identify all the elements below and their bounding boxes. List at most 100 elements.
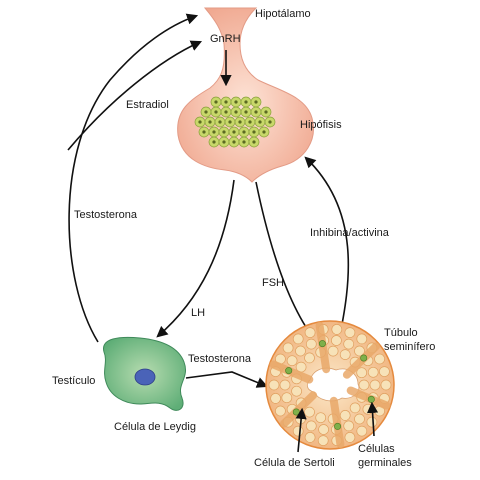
pituitary-cell — [240, 106, 252, 118]
pituitary-cell — [228, 126, 240, 138]
germ-cell — [380, 379, 392, 391]
pituitary-cell — [230, 106, 242, 118]
germ-cell — [331, 335, 342, 346]
germ-cell — [369, 379, 381, 391]
germ-cell — [304, 432, 316, 443]
pituitary-cell — [214, 116, 226, 128]
germ-cell — [304, 352, 315, 364]
label-lh: LH — [191, 307, 205, 319]
testosterona-local-arrow — [185, 371, 269, 388]
germ-cell — [339, 410, 351, 421]
pituitary-cell — [244, 116, 256, 128]
germ-cell — [305, 338, 317, 350]
germ-cell — [356, 425, 368, 437]
pituitary-cell — [248, 136, 260, 148]
sertoli-cell — [269, 360, 314, 384]
sertoli-pointer — [295, 407, 307, 453]
label-hipofisis: Hipófisis — [300, 119, 342, 131]
germ-cell — [331, 324, 343, 335]
pituitary-cell — [208, 136, 220, 148]
germ-cell — [358, 379, 370, 391]
germ-cell — [292, 333, 304, 345]
germ-cell — [354, 345, 365, 357]
label-tubulo-2: seminífero — [384, 341, 435, 353]
germ-cell — [339, 349, 351, 360]
estradiol-feedback-arrow — [67, 40, 203, 151]
germ-cell — [343, 420, 355, 432]
germ-cell — [317, 435, 329, 446]
pituitary-cell — [248, 126, 260, 138]
germ-cell — [295, 345, 306, 357]
germ-cell — [327, 345, 339, 357]
label-testiculo: Testículo — [52, 375, 95, 387]
pituitary-cell — [250, 96, 262, 108]
pituitary-cell — [240, 96, 252, 108]
label-gnrh: GnRH — [210, 33, 241, 45]
pituitary-cell — [218, 126, 230, 138]
pituitary-cell — [250, 106, 262, 118]
germ-cell — [304, 406, 315, 418]
germinales-pointer — [366, 401, 379, 437]
germ-cell — [374, 353, 385, 365]
germ-cell — [279, 379, 291, 391]
pituitary-cell — [230, 96, 242, 108]
sertoli-cell — [329, 396, 345, 449]
germ-cell — [356, 367, 368, 379]
germ-cell — [270, 393, 281, 404]
germ-cell — [318, 424, 329, 435]
pituitary-cell — [238, 136, 250, 148]
testosterona-feedback-arrow — [68, 13, 199, 343]
germ-cell — [304, 327, 316, 338]
label-germinales-2: germinales — [358, 457, 412, 469]
germ-cell — [366, 416, 378, 428]
sertoli-cell — [315, 321, 331, 374]
pituitary-cell — [220, 106, 232, 118]
germ-cell — [354, 413, 365, 425]
germ-cell — [291, 385, 302, 397]
pituitary-cell — [238, 126, 250, 138]
germ-cell — [349, 402, 361, 414]
pituitary-cell — [210, 106, 222, 118]
pituitary-cell-cluster — [194, 96, 276, 148]
fsh-arrow — [255, 181, 320, 346]
germ-cell — [305, 420, 317, 432]
label-leydig: Célula de Leydig — [114, 421, 196, 433]
pituitary-cell — [260, 106, 272, 118]
germ-cell — [292, 425, 304, 437]
hypothalamus-shape — [177, 7, 314, 183]
pituitary-cell — [220, 96, 232, 108]
germ-cell — [275, 405, 286, 417]
sertoli-cell — [346, 386, 391, 410]
pituitary-cell — [198, 126, 210, 138]
germ-cell — [356, 333, 368, 345]
seminiferous-tubule — [265, 320, 395, 450]
pituitary-cell — [258, 126, 270, 138]
pituitary-cell — [264, 116, 276, 128]
germ-cell — [367, 366, 379, 378]
germ-cell — [286, 355, 298, 367]
label-inhibina: Inhibina/activina — [310, 227, 390, 239]
pituitary-cell — [210, 96, 222, 108]
label-tubulo-1: Túbulo — [384, 327, 418, 339]
label-germinales-1: Células — [358, 443, 395, 455]
leydig-nucleus — [134, 368, 156, 386]
germ-cell — [315, 412, 327, 424]
lh-arrow — [156, 179, 235, 338]
label-testosterona-left: Testosterona — [74, 209, 138, 221]
label-testosterona-mid: Testosterona — [188, 353, 252, 365]
germ-cell — [282, 342, 294, 354]
pituitary-cell — [234, 116, 246, 128]
sertoli-cell — [342, 342, 380, 379]
label-fsh: FSH — [262, 277, 284, 289]
germ-cell — [268, 379, 280, 391]
germ-cell — [281, 392, 293, 404]
label-estradiol: Estradiol — [126, 99, 169, 111]
germ-cell — [379, 366, 390, 377]
pituitary-cell — [200, 106, 212, 118]
pituitary-cell — [254, 116, 266, 128]
pituitary-cell — [208, 126, 220, 138]
inhibina-arrow — [304, 156, 350, 345]
pituitary-cell — [224, 116, 236, 128]
